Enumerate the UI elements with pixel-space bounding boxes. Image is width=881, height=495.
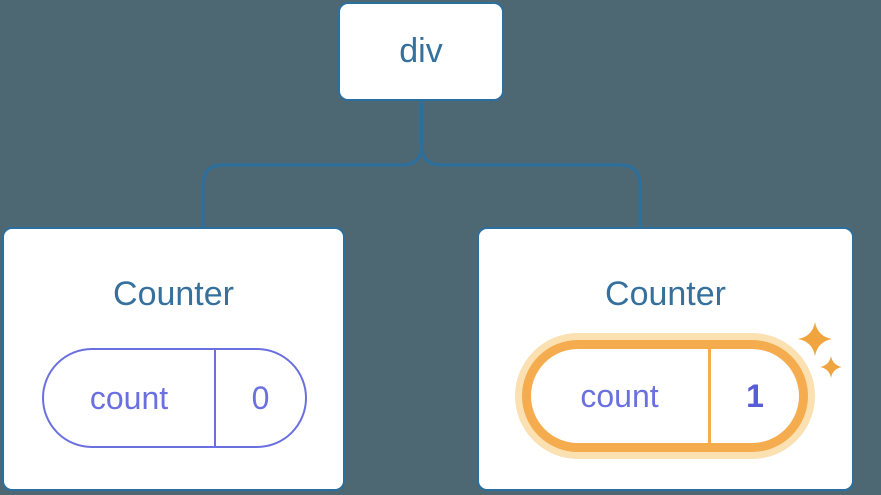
component-title: Counter <box>113 275 234 313</box>
sparkle-icon <box>798 322 842 378</box>
state-label: count <box>44 350 216 446</box>
connector-right-branch <box>420 144 642 227</box>
sparkle-large <box>798 322 832 356</box>
root-node-label: div <box>399 32 443 70</box>
state-label: count <box>531 349 711 443</box>
sparkle-small <box>820 356 842 378</box>
state-pill-highlighted: count 1 <box>522 340 808 452</box>
connector-left-branch <box>201 144 423 227</box>
state-pill: count 0 <box>42 348 307 448</box>
counter-card-left: Counter count 0 <box>2 227 345 491</box>
counter-card-right: Counter count 1 <box>477 227 854 491</box>
component-title: Counter <box>605 275 726 313</box>
state-value: 0 <box>251 379 270 416</box>
state-value: 1 <box>746 377 764 414</box>
root-node-div: div <box>338 2 504 101</box>
